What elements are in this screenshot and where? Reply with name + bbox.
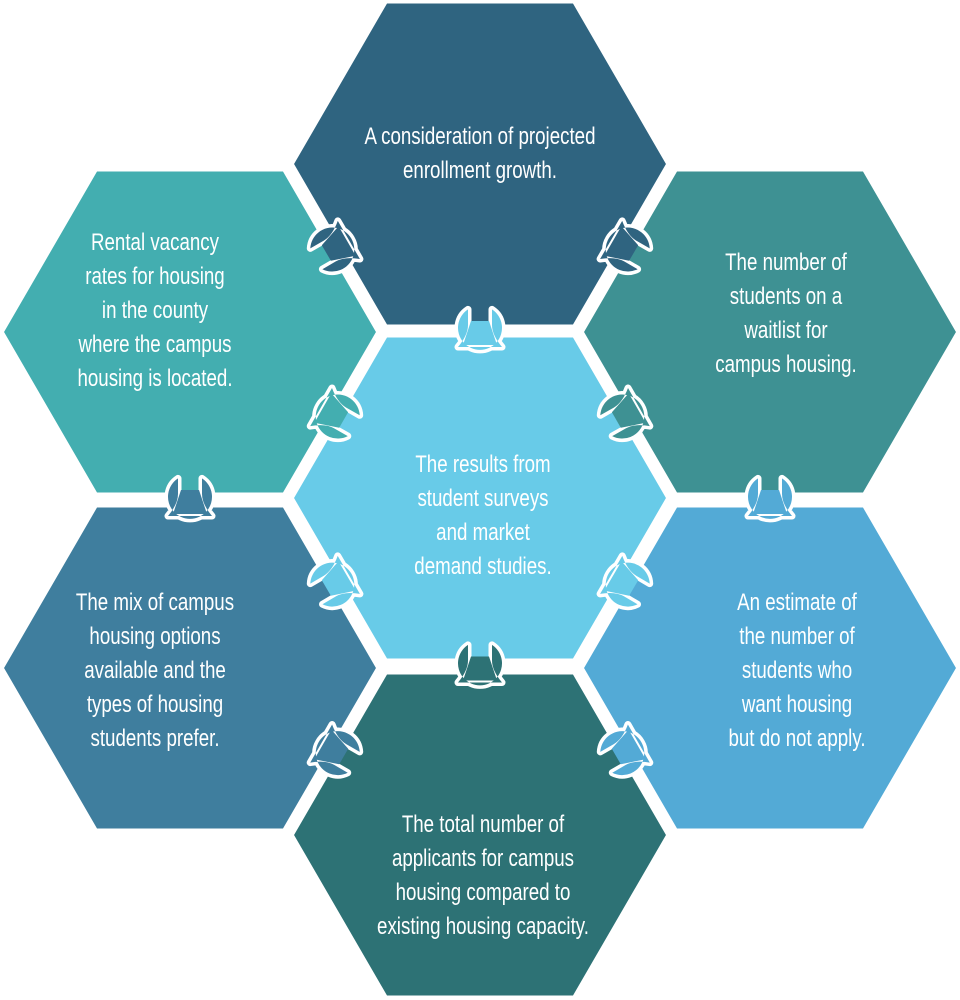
puzzle-tab-seam [321, 561, 356, 596]
label-line: enrollment growth. [402, 157, 558, 184]
label-line: want housing [741, 691, 853, 718]
puzzle-tab-fill [600, 724, 650, 776]
tab-layer [164, 217, 796, 779]
puzzle-tab-seam [314, 393, 349, 428]
label-line: The results from [415, 451, 551, 478]
puzzle-tab-seam [604, 561, 639, 596]
piece-label-top: A consideration of projected enrollment … [363, 120, 597, 188]
label-line: types of housing [86, 691, 224, 718]
label-line: An estimate of [737, 589, 857, 616]
piece-label-top-right: The number of students on a waitlist for… [669, 246, 903, 382]
puzzle-tab-fill [310, 724, 360, 776]
label-line: existing housing capacity. [377, 913, 589, 940]
label-line: applicants for campus [391, 845, 575, 872]
puzzle-tab-fill [168, 478, 213, 519]
label-line: where the campus [78, 331, 232, 358]
puzzle-tab-fill [310, 220, 360, 272]
puzzle-tab-seam [321, 226, 356, 261]
label-line: but do not apply. [728, 725, 866, 752]
puzzle-piece-top-right [575, 164, 960, 500]
label-line: housing options [89, 623, 221, 650]
label-line: students who [741, 657, 853, 684]
piece-label-bottom-right: An estimate of the number of students wh… [680, 586, 914, 756]
puzzle-tab-fill [458, 644, 503, 686]
label-line: in the county [101, 297, 209, 324]
label-line: the number of [739, 623, 855, 650]
puzzle-tab-seam [173, 490, 207, 514]
puzzle-tab-seam [611, 729, 646, 765]
label-line: The number of [725, 249, 847, 276]
piece-label-bottom: The total number of applicants for campu… [366, 808, 600, 944]
label-line: A consideration of projected [364, 123, 596, 150]
label-line: housing compared to [395, 879, 571, 906]
puzzle-piece-bottom-left [0, 500, 385, 836]
label-line: students prefer. [90, 725, 220, 752]
label-line: waitlist for [744, 317, 828, 344]
label-line: students on a [729, 283, 843, 310]
puzzle-piece-center [285, 330, 675, 666]
puzzle-tab-seam [463, 656, 497, 681]
puzzle-tab-fill [458, 309, 503, 350]
puzzle-piece-bottom [285, 667, 675, 1000]
label-line: The total number of [401, 811, 565, 838]
puzzle-tab-fill [600, 388, 650, 439]
label-line: student surveys [417, 485, 549, 512]
label-line: Rental vacancy [91, 229, 219, 256]
label-line: campus housing. [715, 351, 857, 378]
puzzle-tab-seam [753, 490, 787, 514]
label-line: demand studies. [414, 553, 552, 580]
piece-label-top-left: Rental vacancy rates for housing in the … [38, 226, 272, 396]
puzzle-tab-seam [314, 729, 349, 765]
puzzle-tab-seam [611, 393, 646, 428]
puzzle-tab-fill [600, 220, 650, 272]
label-line: and market [436, 519, 530, 546]
puzzle-piece-bottom-right [575, 500, 960, 836]
puzzle-tab-fill [748, 478, 792, 519]
piece-label-bottom-left: The mix of campus housing options availa… [38, 586, 272, 756]
piece-label-center: The results from student surveys and mar… [366, 448, 600, 584]
label-line: available and the [84, 657, 226, 684]
puzzle-tab-fill [310, 388, 360, 439]
puzzle-piece-top-left [0, 164, 385, 500]
puzzle-tab-seam [463, 321, 497, 345]
label-line: housing is located. [77, 365, 233, 392]
label-line: The mix of campus [75, 589, 235, 616]
puzzle-tab-fill [310, 555, 360, 607]
label-line: rates for housing [85, 263, 225, 290]
puzzle-piece-top [285, 0, 675, 332]
puzzle-tab-seam [604, 226, 639, 261]
puzzle-tab-fill [600, 555, 650, 607]
